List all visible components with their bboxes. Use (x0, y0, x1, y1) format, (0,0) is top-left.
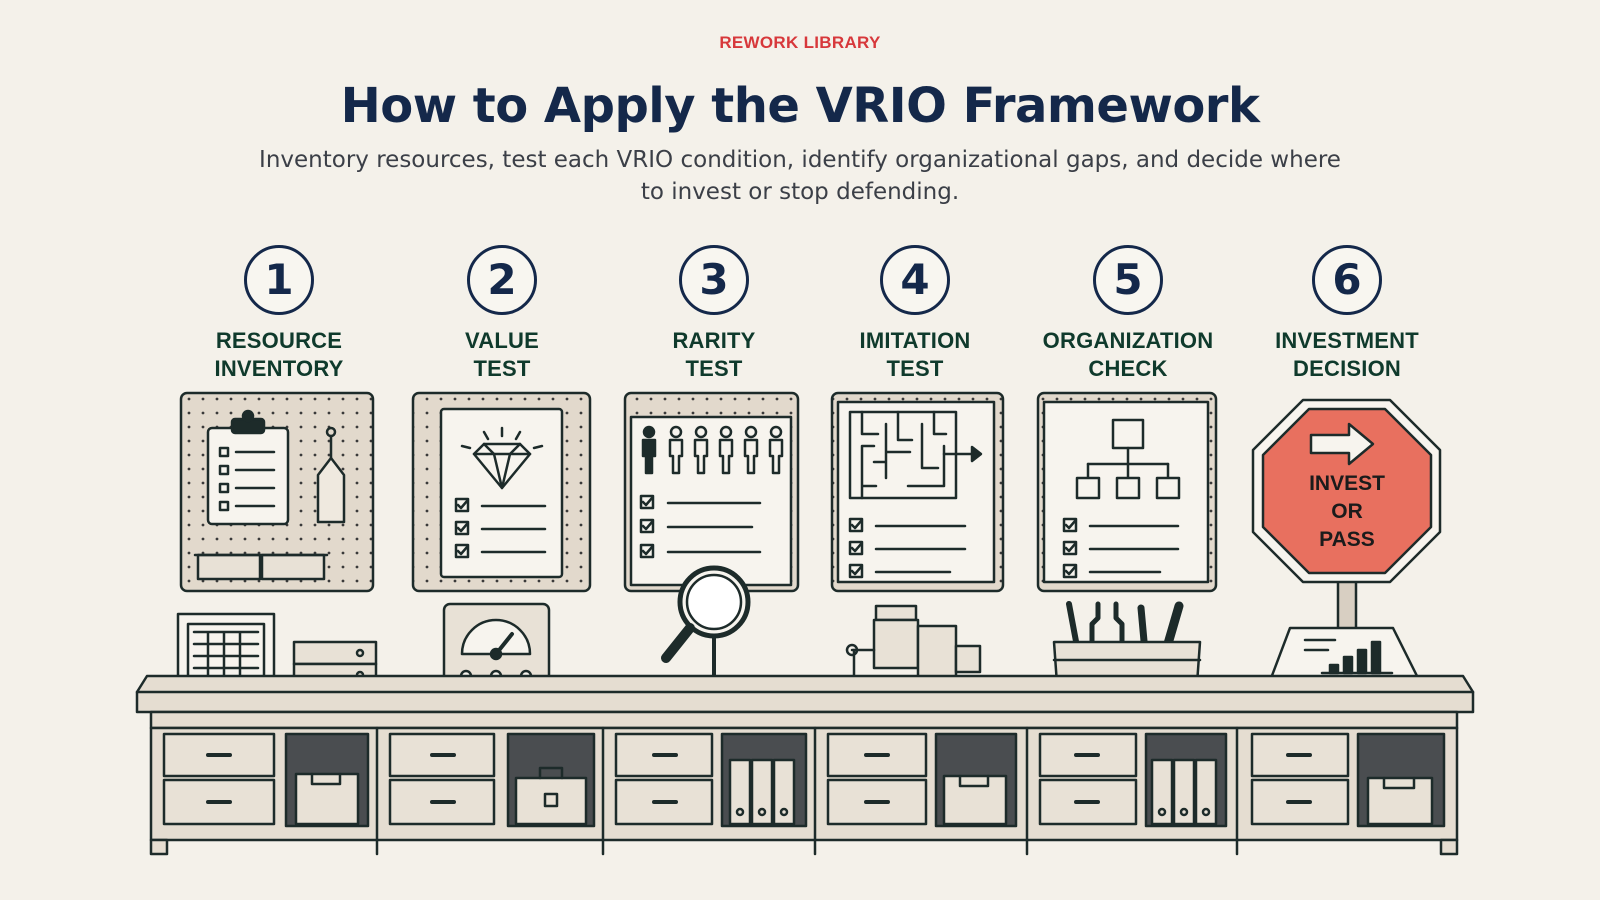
bench-cabinets (149, 726, 1459, 856)
step-1-label-line2: INVENTORY (214, 356, 344, 381)
step-3-label-line1: RARITY (672, 328, 756, 353)
org-chart-icon (1036, 391, 1218, 593)
step-3-number: 3 (679, 245, 749, 315)
eyebrow-label: REWORK LIBRARY (719, 33, 881, 52)
step-4-label-line1: IMITATION (859, 328, 971, 353)
step-2-number: 2 (467, 245, 537, 315)
sign-line1: INVEST (1309, 472, 1385, 495)
people-checklist-icon (623, 391, 800, 593)
sign-text: INVEST OR PASS (1277, 470, 1417, 554)
step-5-label-line2: CHECK (1088, 356, 1168, 381)
step-4-label-line2: TEST (886, 356, 944, 381)
step-6-label: INVESTMENT DECISION (1237, 327, 1457, 383)
step-1-label-line1: RESOURCE (215, 328, 343, 353)
step-3-label: RARITY TEST (604, 327, 824, 383)
step-6-number: 6 (1312, 245, 1382, 315)
step-6-label-line2: DECISION (1293, 356, 1401, 381)
page-title: How to Apply the VRIO Framework (340, 78, 1260, 134)
sign-line2: OR (1331, 500, 1363, 523)
step-4-number: 4 (880, 245, 950, 315)
clipboard-pegboard-icon (179, 391, 375, 593)
step-1-label: RESOURCE INVENTORY (169, 327, 389, 383)
sign-line3: PASS (1319, 528, 1375, 551)
diamond-checklist-icon (411, 391, 592, 593)
step-5-number: 5 (1093, 245, 1163, 315)
step-2-label-line2: TEST (473, 356, 531, 381)
step-5-label: ORGANIZATION CHECK (1018, 327, 1238, 383)
step-4-label: IMITATION TEST (805, 327, 1025, 383)
step-5-label-line1: ORGANIZATION (1042, 328, 1214, 353)
step-2-label-line1: VALUE (465, 328, 539, 353)
maze-icon (830, 391, 1005, 593)
step-2-label: VALUE TEST (392, 327, 612, 383)
page-subtitle: Inventory resources, test each VRIO cond… (259, 147, 1341, 205)
step-1-number: 1 (244, 245, 314, 315)
stop-sign-icon (1251, 398, 1442, 704)
step-6-label-line1: INVESTMENT (1275, 328, 1419, 353)
step-3-label-line2: TEST (685, 356, 743, 381)
